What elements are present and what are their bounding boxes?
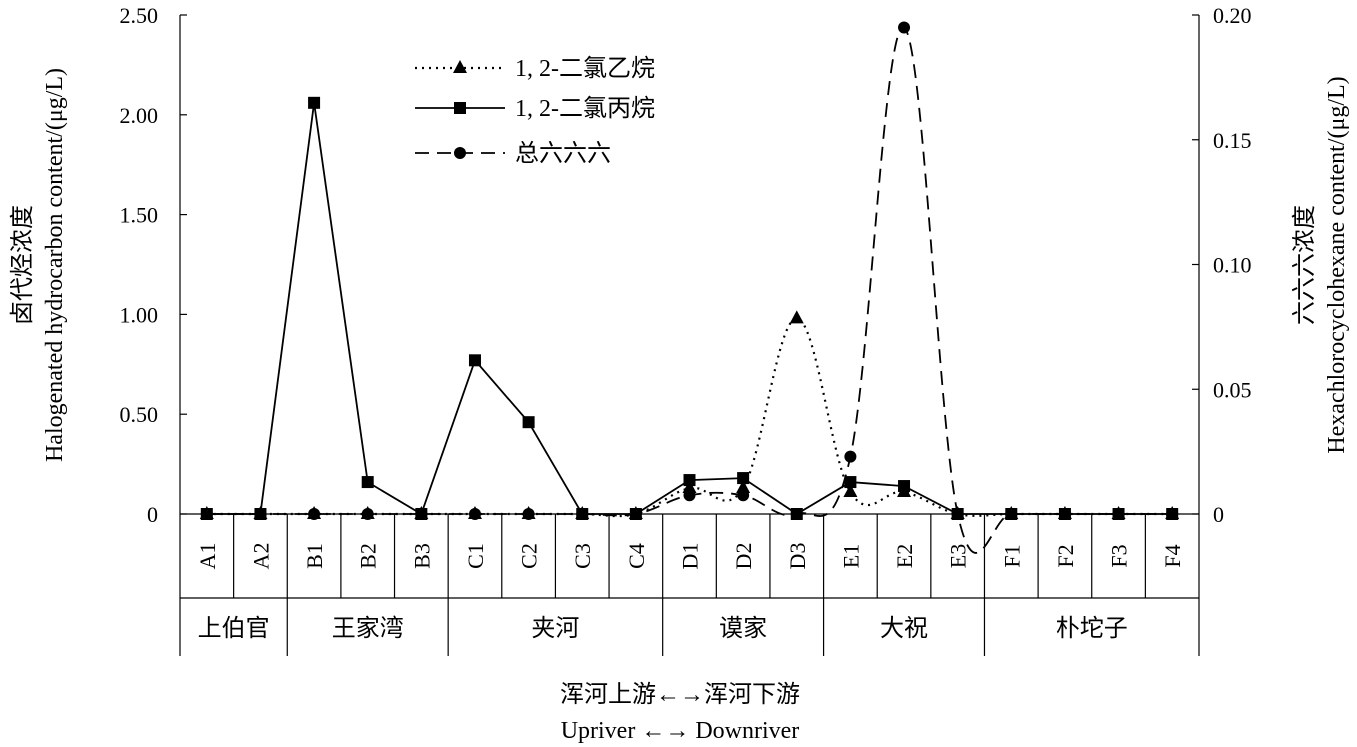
- series-point-3: [254, 508, 267, 520]
- y-right-tick-label: 0.15: [1213, 128, 1252, 153]
- series-point-2: [522, 416, 535, 429]
- series-point-3: [1166, 508, 1179, 520]
- series-point-3: [522, 508, 535, 520]
- legend-marker-1: [453, 60, 467, 73]
- series-point-1: [843, 484, 858, 498]
- category-label: D2: [731, 543, 756, 570]
- category-label: D3: [785, 543, 810, 570]
- y-right-tick-label: 0: [1213, 502, 1224, 527]
- category-label: C1: [463, 543, 488, 569]
- category-label: F3: [1107, 544, 1132, 567]
- series-point-2: [468, 354, 481, 367]
- series-point-3: [898, 21, 911, 34]
- legend-marker-2: [454, 102, 466, 114]
- left-axis-title-cn: 卤代烃浓度: [9, 205, 36, 325]
- category-label: C3: [570, 543, 595, 569]
- y-right-tick-label: 0.05: [1213, 377, 1252, 402]
- series-point-1: [789, 310, 804, 324]
- y-left-tick-label: 1.00: [120, 302, 159, 327]
- y-right-ticks: 0 0.05 0.10 0.15 0.20: [1192, 3, 1252, 527]
- axes: [179, 15, 1200, 515]
- series-point-3: [683, 489, 696, 502]
- series-point-3: [629, 508, 642, 520]
- series-point-2: [737, 472, 750, 485]
- category-label: B1: [302, 543, 327, 569]
- series-point-3: [308, 508, 321, 520]
- y-left-tick-label: 2.50: [120, 3, 159, 28]
- category-label: A1: [195, 543, 220, 570]
- series-point-3: [468, 508, 481, 520]
- group-label: 王家湾: [332, 615, 404, 642]
- y-right-tick-label: 0.10: [1213, 253, 1252, 278]
- category-label: F2: [1053, 544, 1078, 567]
- category-label: A2: [248, 543, 273, 570]
- series-point-1: [682, 480, 697, 494]
- y-left-tick-label: 0: [147, 502, 158, 527]
- legend-marker-3: [454, 147, 466, 159]
- series-markers: [199, 21, 1180, 520]
- series-point-3: [1058, 508, 1071, 520]
- right-axis-title-en: Hexachlorocyclohexane content/(μg/L): [1324, 76, 1350, 453]
- category-label: F1: [999, 544, 1024, 567]
- series-point-3: [1112, 508, 1125, 520]
- x-axis-title-en: Upriver ←→ Downriver: [561, 718, 800, 744]
- series-point-3: [361, 508, 374, 520]
- group-label: 夹河: [531, 615, 579, 642]
- y-left-tick-label: 1.50: [120, 203, 159, 228]
- left-axis-title-en: Halogenated hydrocarbon content/(μg/L): [42, 68, 68, 462]
- category-label: E3: [946, 544, 971, 568]
- category-label: D1: [678, 543, 703, 570]
- group-label: 大祝: [880, 615, 928, 642]
- series-point-2: [898, 480, 911, 493]
- y-left-tick-label: 0.50: [120, 402, 159, 427]
- series-point-3: [951, 508, 964, 520]
- legend-label-1: 1, 2-二氯乙烷: [515, 55, 655, 82]
- y-left-tick-label: 2.00: [120, 103, 159, 128]
- legend-label-3: 总六六六: [515, 140, 611, 167]
- series-point-3: [844, 450, 857, 463]
- series-point-3: [737, 489, 750, 502]
- series-point-3: [200, 508, 213, 520]
- series-point-3: [1005, 508, 1018, 520]
- category-cells: A1 A2 B1 B2 B3 C1 C2 C3 C4 D1 D2 D3 E1 E2 E3 F1 F2 F3 F4 上伯…: [179, 514, 1200, 656]
- series-point-3: [576, 508, 589, 520]
- category-label: B3: [409, 543, 434, 569]
- group-label: 上伯官: [198, 615, 270, 642]
- legend-label-2: 1, 2-二氯丙烷: [515, 95, 655, 122]
- category-label: E2: [892, 544, 917, 568]
- series-line-2: [206, 102, 1173, 516]
- series-point-3: [415, 508, 428, 520]
- category-label: F4: [1160, 544, 1185, 567]
- series-point-3: [790, 508, 803, 520]
- y-left-ticks: 0 0.50 1.00 1.50 2.00 2.50: [120, 3, 187, 527]
- x-axis-title-cn: 浑河上游←→浑河下游: [560, 681, 800, 708]
- series-point-2: [308, 96, 321, 109]
- category-label: B2: [356, 543, 381, 569]
- right-axis-title-cn: 六六六浓度: [1291, 205, 1318, 325]
- series-point-2: [844, 476, 857, 489]
- category-label: E1: [838, 544, 863, 568]
- group-label: 朴坨子: [1056, 615, 1128, 642]
- series-point-2: [361, 476, 374, 489]
- category-label: C4: [624, 543, 649, 569]
- category-label: C2: [517, 543, 542, 569]
- series-point-1: [736, 480, 751, 494]
- series-point-2: [683, 474, 696, 487]
- y-right-tick-label: 0.20: [1213, 3, 1252, 28]
- group-label: 谟家: [719, 615, 767, 642]
